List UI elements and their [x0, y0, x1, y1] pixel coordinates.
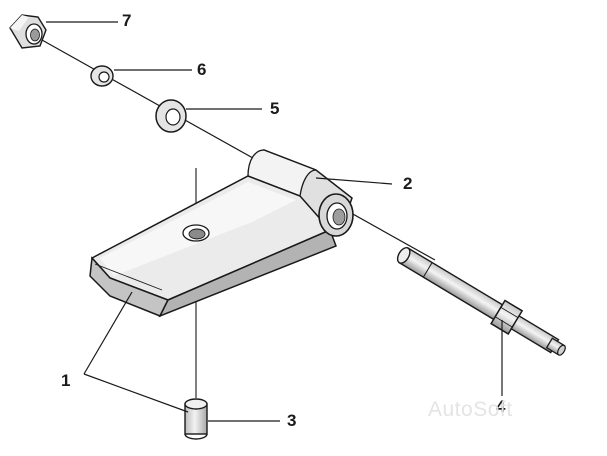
callout-2: 2	[403, 174, 413, 193]
leader-line-1-upper	[83, 291, 133, 375]
lock-washer-part	[90, 65, 114, 87]
callout-1: 1	[61, 371, 71, 390]
leader-line-1-lower	[83, 373, 189, 413]
callout-3: 3	[287, 411, 297, 430]
callout-6: 6	[197, 60, 207, 79]
dowel-pin-part	[184, 398, 208, 440]
leader-line-2	[315, 177, 393, 185]
callout-5: 5	[270, 99, 280, 118]
hex-nut-part	[9, 14, 47, 49]
pivot-shaft-part	[396, 247, 566, 356]
callout-4: 4	[496, 397, 506, 416]
watermark-text: AutoSoft	[428, 398, 513, 421]
callout-7: 7	[122, 11, 132, 30]
flat-washer-part	[155, 99, 187, 133]
arm-bracket-part	[89, 149, 354, 318]
